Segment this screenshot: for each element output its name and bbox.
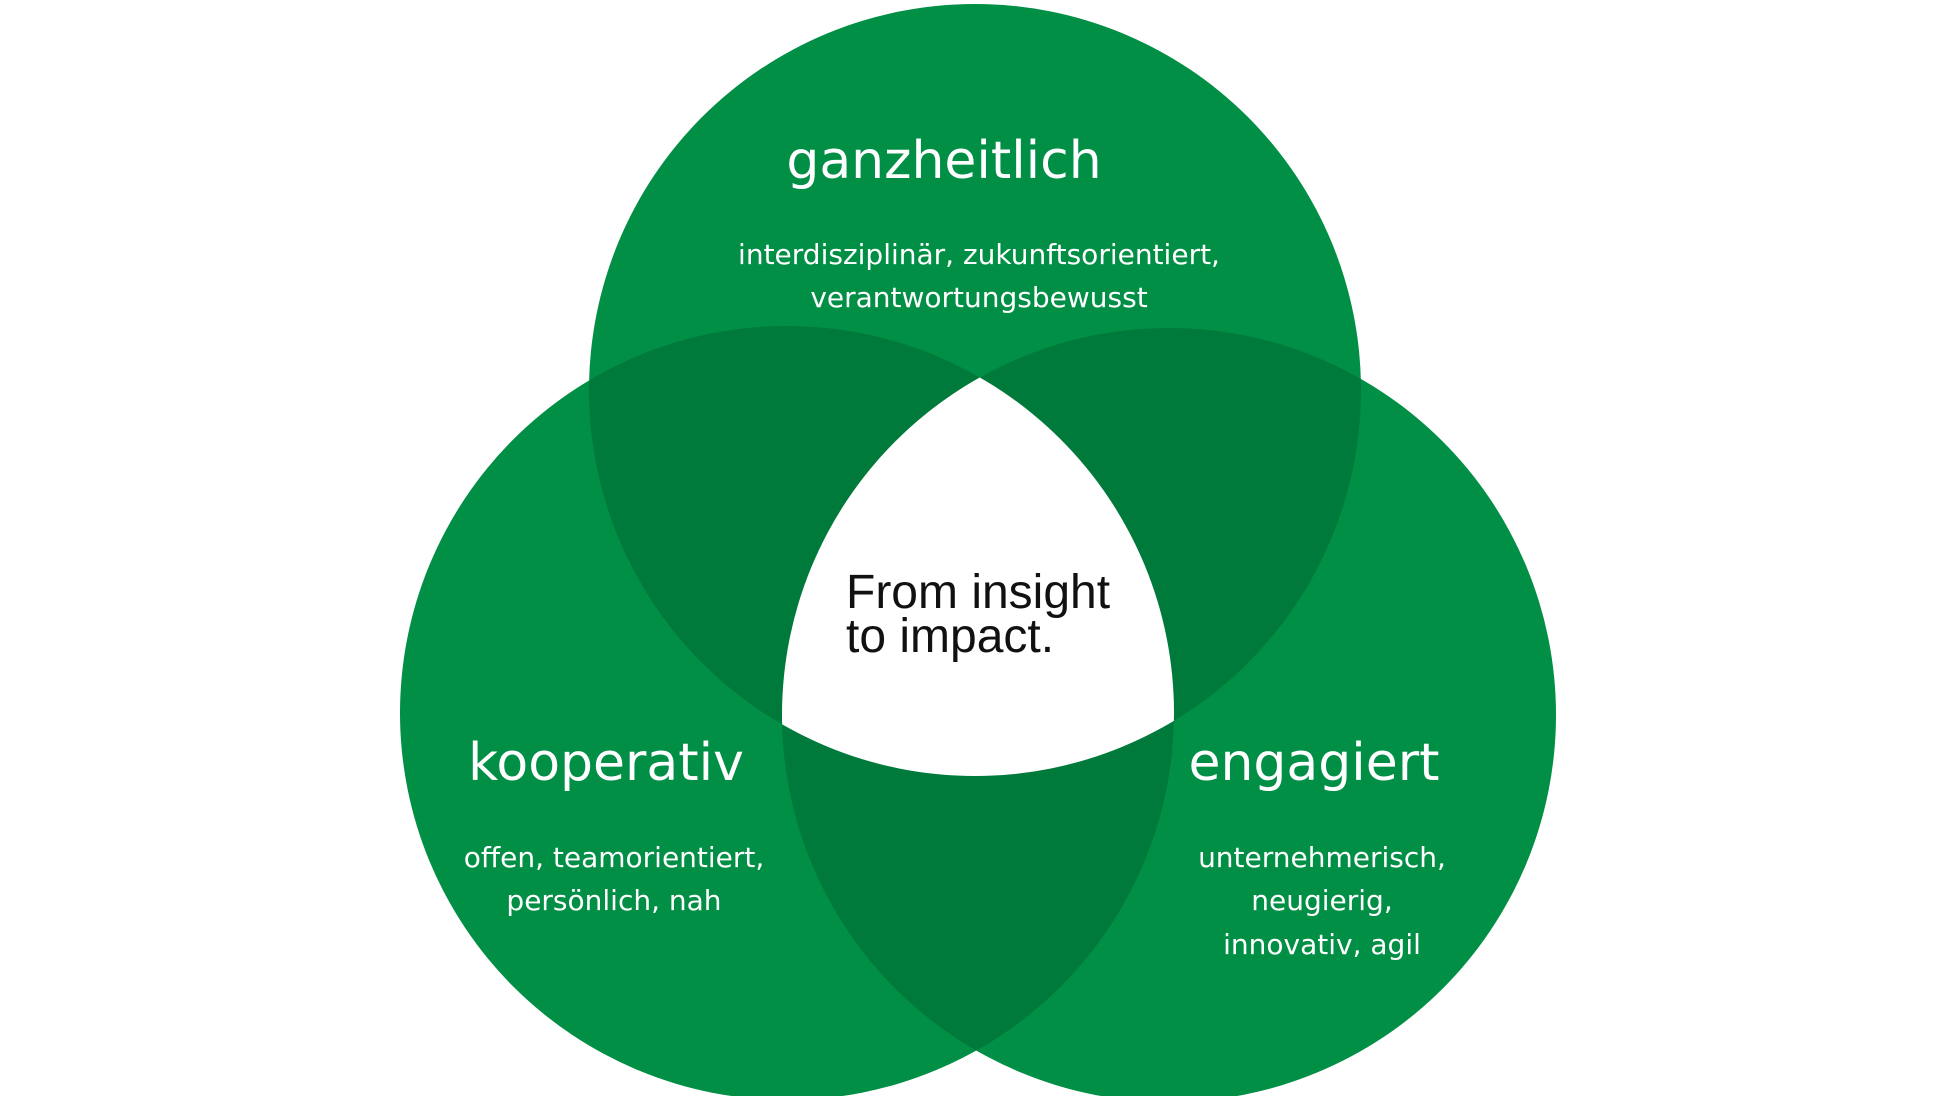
desc-ganzheitlich-1: interdisziplinär, zukunftsorientiert, [738, 238, 1220, 271]
title-ganzheitlich: ganzheitlich [786, 131, 1101, 191]
center-region [782, 328, 1174, 776]
center-text-line-2: to impact. [846, 610, 1054, 663]
desc-engagiert-3: innovativ, agil [1223, 928, 1421, 961]
desc-kooperativ-1: offen, teamorientiert, [464, 841, 765, 874]
center-text-line-1: From insight [846, 566, 1110, 619]
desc-engagiert-2: neugierig, [1251, 884, 1392, 917]
desc-ganzheitlich-2: verantwortungsbewusst [810, 281, 1147, 314]
desc-engagiert-1: unternehmerisch, [1198, 841, 1446, 874]
title-engagiert: engagiert [1188, 733, 1439, 793]
desc-kooperativ-2: persönlich, nah [506, 884, 721, 917]
title-kooperativ: kooperativ [468, 733, 744, 793]
